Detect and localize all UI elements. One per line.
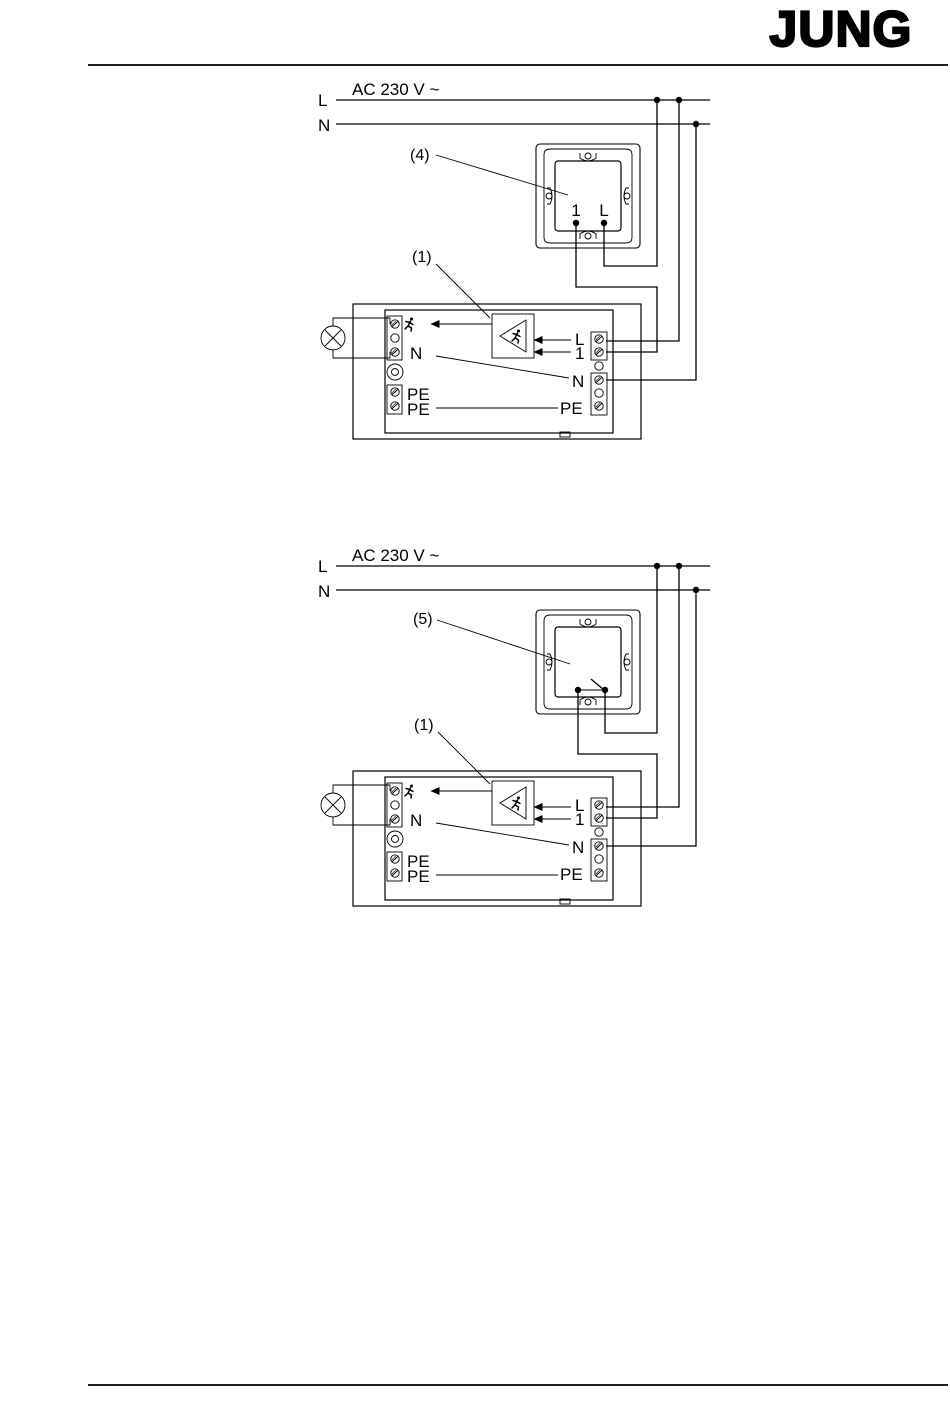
jung-logo: JUNG (770, 1, 913, 57)
lamp-icon (321, 785, 390, 825)
line-label-l: L (318, 91, 327, 110)
insert-callout-1: (1) (414, 717, 434, 734)
insert-label-n-right: N (572, 838, 584, 857)
line-label-n: N (318, 582, 330, 601)
wiring-diagram-pushbutton: L N AC 230 V ~ (5) (318, 546, 710, 906)
exit-sign-icon (512, 797, 520, 811)
switch-device (536, 144, 640, 248)
emergency-exit-icon (405, 785, 413, 799)
device-callout-4: (4) (410, 147, 430, 164)
emergency-light-insert: N PE PE L 1 N PE (1) (353, 249, 641, 439)
insert-label-pe-right: PE (560, 399, 583, 418)
emergency-exit-icon (405, 318, 413, 332)
device-callout-5: (5) (413, 611, 433, 628)
insert-callout-1: (1) (412, 249, 432, 266)
emergency-light-insert: N PE PE L 1 N PE (1) (353, 717, 641, 906)
insert-label-pe2-left: PE (407, 400, 430, 419)
insert-label-1-right: 1 (575, 344, 584, 363)
supply-voltage-label: AC 230 V ~ (352, 80, 439, 99)
insert-label-n-left: N (410, 344, 422, 363)
wiring-diagram-switch: L N AC 230 V ~ (4) 1 L (318, 80, 710, 439)
lamp-icon (321, 318, 390, 358)
switch-terminal-l: L (599, 201, 608, 220)
insert-label-pe-right: PE (560, 865, 583, 884)
logo-text: JUNG (770, 1, 913, 57)
line-label-n: N (318, 116, 330, 135)
insert-label-1-right: 1 (575, 810, 584, 829)
switch-terminal-1: 1 (571, 201, 580, 220)
insert-label-pe2-left: PE (407, 867, 430, 886)
supply-voltage-label: AC 230 V ~ (352, 546, 439, 565)
line-label-l: L (318, 557, 327, 576)
exit-sign-icon (512, 330, 520, 344)
insert-label-n-right: N (572, 372, 584, 391)
insert-label-n-left: N (410, 811, 422, 830)
pushbutton-device (536, 610, 640, 714)
